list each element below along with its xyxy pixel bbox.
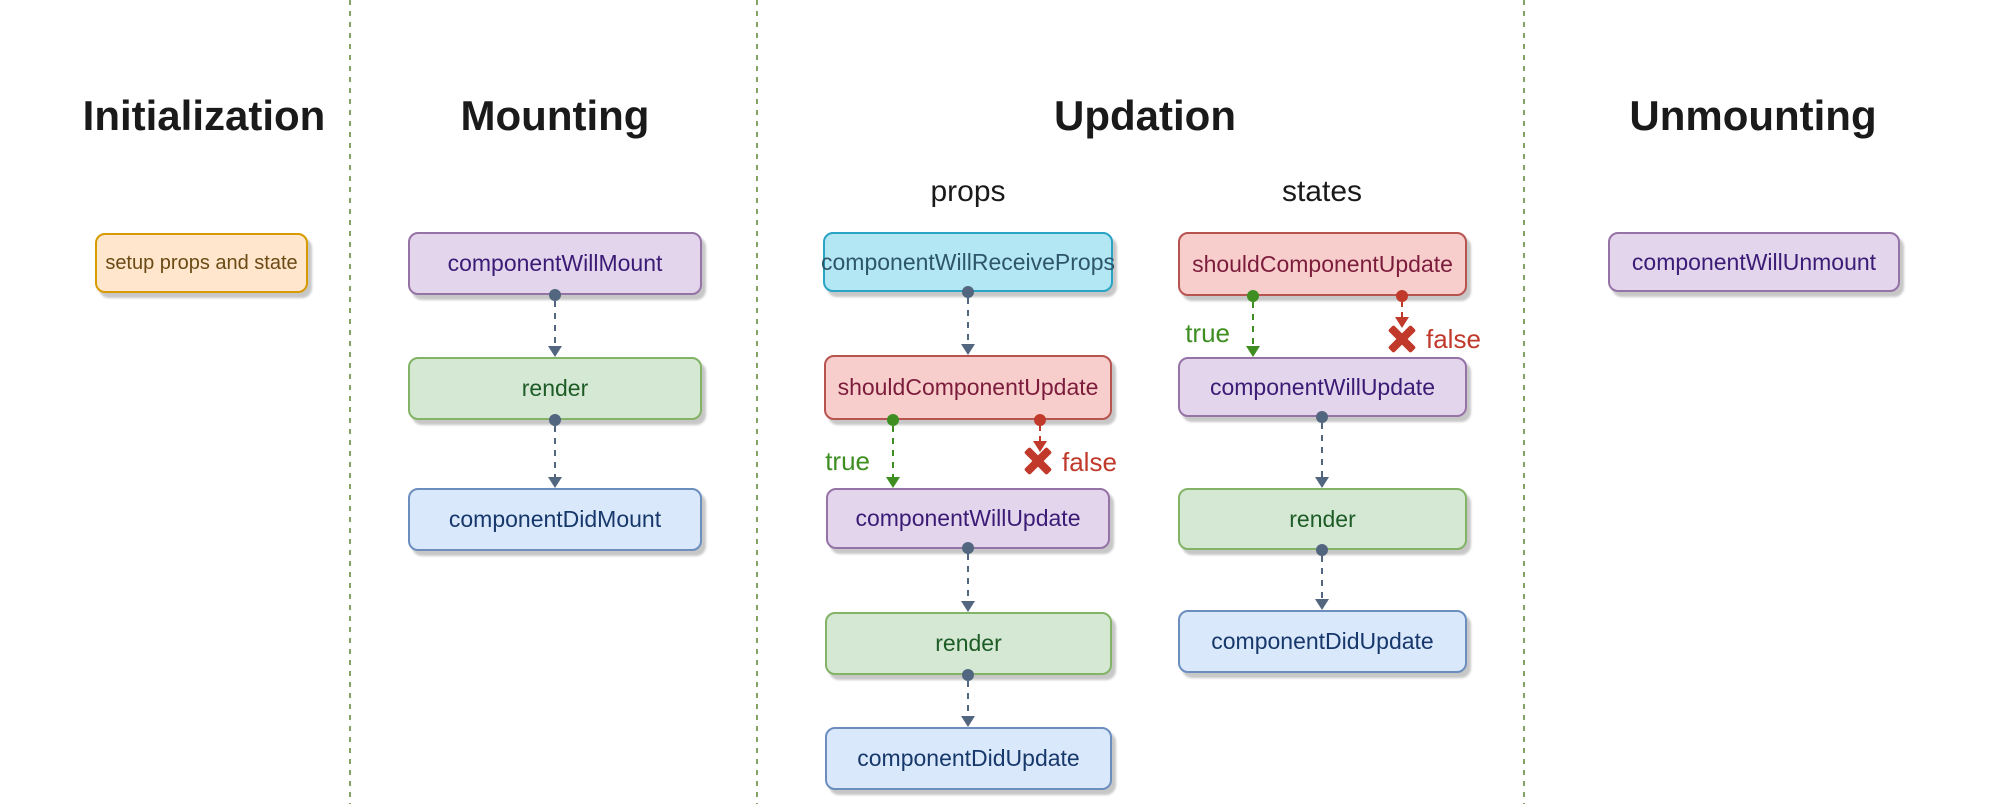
phase-title-mounting: Mounting	[460, 92, 650, 139]
node-label: render	[935, 630, 1002, 656]
dashed-line	[1321, 423, 1323, 477]
phase-title-updation: Updation	[1054, 92, 1236, 139]
node-label: componentDidUpdate	[1211, 628, 1434, 654]
phase-separator	[756, 0, 758, 804]
connector-render-to-did-update-states	[1315, 544, 1329, 610]
arrowhead-icon	[1246, 346, 1260, 357]
false-label-states: false	[1426, 324, 1481, 354]
node-label: componentDidUpdate	[857, 745, 1080, 771]
connector-wu-to-render-states	[1315, 411, 1329, 488]
node-component-did-mount: componentDidMount	[408, 488, 702, 551]
subtitle-states: states	[1281, 175, 1363, 208]
dashed-line	[554, 426, 556, 477]
dashed-line	[1321, 556, 1323, 599]
connector-wrp-to-scu	[961, 286, 975, 355]
connector-render-to-did-update-props	[961, 669, 975, 727]
arrowhead-icon	[1315, 599, 1329, 610]
node-setup-props-and-state: setup props and state	[95, 233, 308, 293]
connector-wu-to-render-props	[961, 542, 975, 612]
dashed-line	[967, 681, 969, 716]
connector-true-branch-props	[886, 414, 900, 488]
connector-start-dot	[887, 414, 899, 426]
node-label: shouldComponentUpdate	[837, 374, 1099, 400]
node-component-will-unmount: componentWillUnmount	[1608, 232, 1900, 292]
node-component-did-update-states: componentDidUpdate	[1178, 610, 1467, 673]
dashed-line	[1401, 302, 1403, 317]
connector-start-dot	[962, 286, 974, 298]
connector-start-dot	[1396, 290, 1408, 302]
true-label-props: true	[825, 446, 870, 476]
node-label: componentWillMount	[447, 250, 663, 276]
arrowhead-icon	[548, 346, 562, 357]
connector-false-branch-states	[1395, 290, 1409, 328]
phase-separator	[349, 0, 351, 804]
node-render-mounting: render	[408, 357, 702, 420]
node-label: setup props and state	[105, 251, 298, 274]
connector-start-dot	[549, 414, 561, 426]
phase-title-unmounting: Unmounting	[1629, 92, 1877, 139]
node-label: render	[1289, 505, 1356, 532]
dashed-line	[892, 426, 894, 477]
connector-start-dot	[1316, 411, 1328, 423]
connector-start-dot	[962, 542, 974, 554]
true-label-states: true	[1185, 318, 1230, 348]
dashed-line	[967, 298, 969, 344]
dashed-line	[1039, 426, 1041, 441]
arrowhead-icon	[1395, 317, 1409, 328]
connector-render-to-did-mount	[548, 414, 562, 488]
connector-start-dot	[1316, 544, 1328, 556]
node-label: render	[521, 375, 589, 401]
arrowhead-icon	[961, 344, 975, 355]
node-label: componentWillReceiveProps	[821, 248, 1116, 275]
dashed-line	[554, 301, 556, 346]
node-should-component-update-props: shouldComponentUpdate	[824, 355, 1112, 420]
reject-x-icon	[1388, 325, 1416, 353]
node-should-component-update-states: shouldComponentUpdate	[1178, 232, 1467, 296]
connector-start-dot	[1034, 414, 1046, 426]
node-component-will-mount: componentWillMount	[408, 232, 702, 295]
node-render-states: render	[1178, 488, 1467, 550]
connector-start-dot	[962, 669, 974, 681]
node-label: componentWillUpdate	[1209, 373, 1435, 400]
dashed-line	[1252, 302, 1254, 346]
node-component-did-update-props: componentDidUpdate	[825, 727, 1112, 790]
node-label: componentWillUnmount	[1631, 248, 1877, 275]
connector-true-branch-states	[1246, 290, 1260, 357]
node-component-will-receive-props: componentWillReceiveProps	[821, 232, 1116, 292]
dashed-line	[967, 554, 969, 601]
connector-start-dot	[549, 289, 561, 301]
arrowhead-icon	[1315, 477, 1329, 488]
reject-x-icon	[1024, 447, 1052, 475]
node-component-will-update-props: componentWillUpdate	[826, 488, 1110, 549]
phase-title-initialization: Initialization	[82, 92, 326, 139]
node-component-will-update-states: componentWillUpdate	[1178, 357, 1467, 417]
phase-separator	[1523, 0, 1525, 804]
node-label: componentDidMount	[448, 506, 662, 532]
node-render-props: render	[825, 612, 1112, 675]
connector-will-mount-to-render	[548, 289, 562, 357]
false-label-props: false	[1062, 447, 1117, 477]
arrowhead-icon	[886, 477, 900, 488]
arrowhead-icon	[961, 601, 975, 612]
subtitle-props: props	[930, 175, 1006, 208]
arrowhead-icon	[961, 716, 975, 727]
connector-start-dot	[1247, 290, 1259, 302]
node-label: componentWillUpdate	[855, 505, 1081, 531]
arrowhead-icon	[548, 477, 562, 488]
node-label: shouldComponentUpdate	[1192, 250, 1453, 277]
